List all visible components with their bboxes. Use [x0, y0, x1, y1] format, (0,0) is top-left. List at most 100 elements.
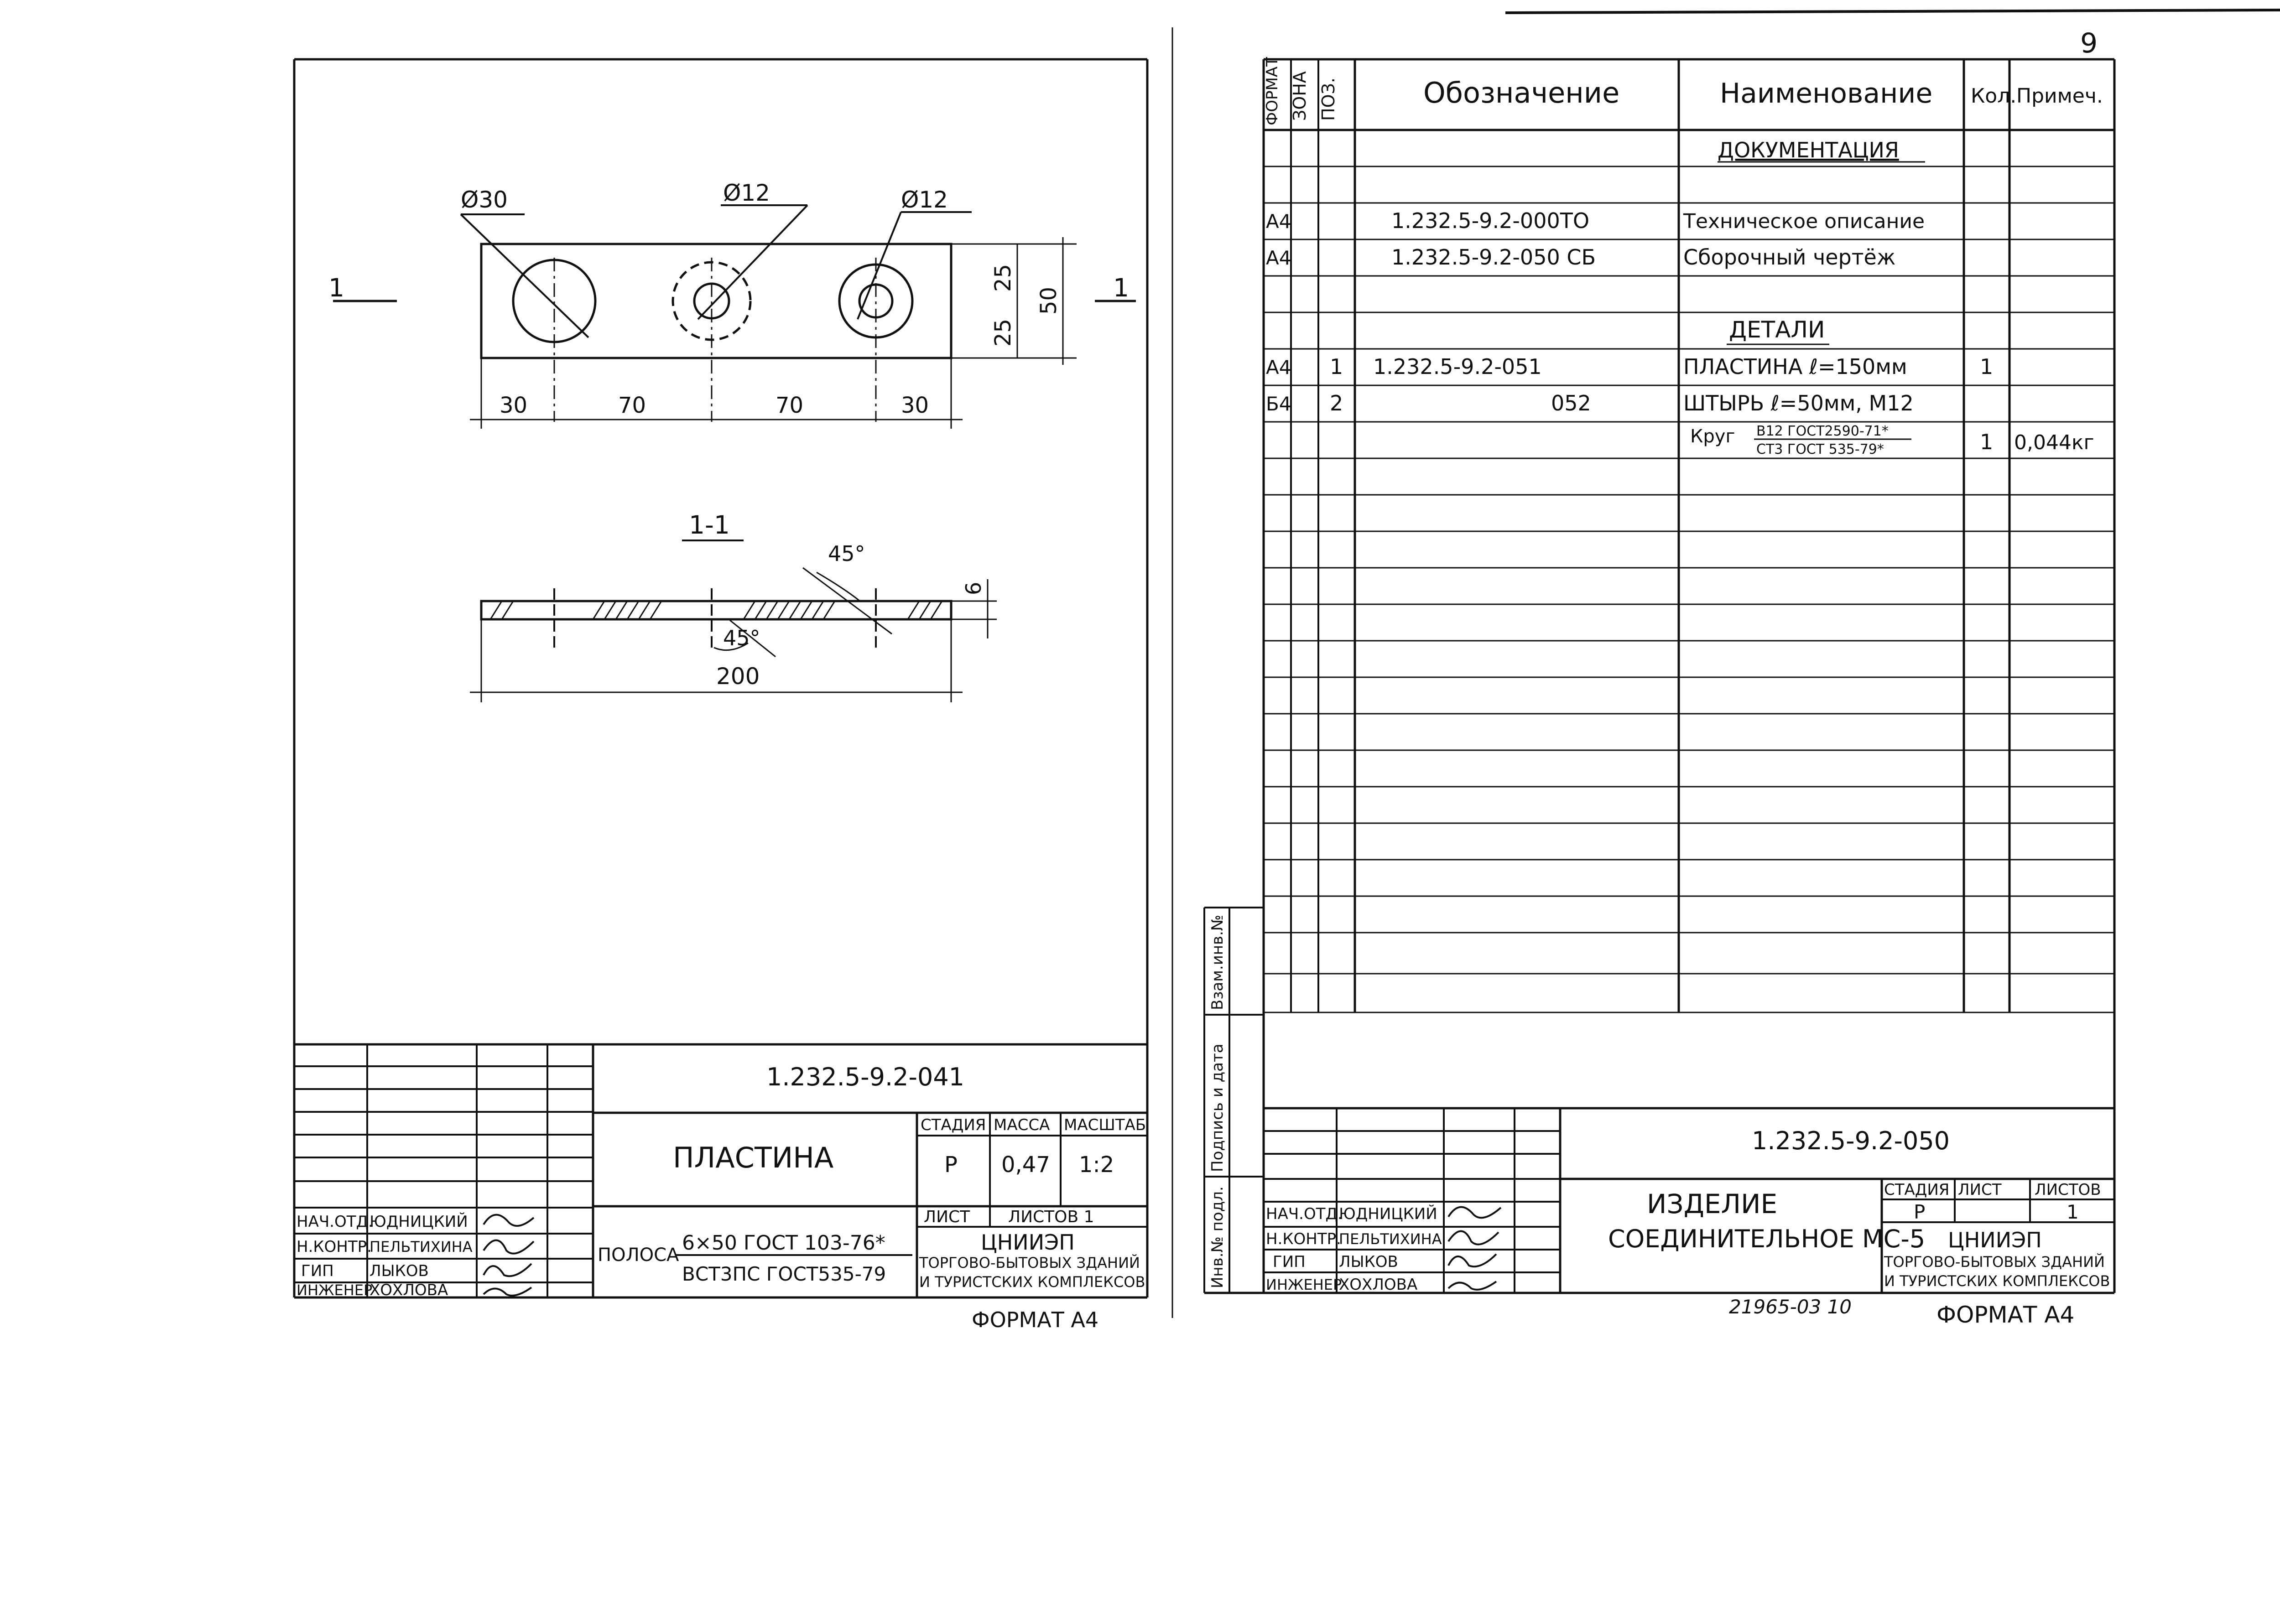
- row-4-pos: 1: [1330, 354, 1343, 379]
- right-designation: 1.232.5-9.2-050: [1752, 1126, 1950, 1155]
- right-title-block: 1.232.5-9.2-050 ИЗДЕЛИЕ СОЕДИНИТЕЛЬНОЕ М…: [1264, 1107, 2114, 1328]
- stage-header: СТАДИЯ: [921, 1116, 986, 1134]
- r-signer-role-2: ГИП: [1273, 1253, 1306, 1271]
- section-mark-right: 1: [1113, 273, 1129, 302]
- side-label-2: Взам.инв.№: [1208, 915, 1227, 1010]
- stage-value: Р: [944, 1152, 958, 1178]
- hdr-note: Примеч.: [2016, 84, 2103, 108]
- signature-0: [483, 1214, 535, 1227]
- signer-name-2: ЛЫКОВ: [370, 1262, 429, 1280]
- page-number: 9: [2080, 27, 2098, 59]
- left-part-name: ПЛАСТИНА: [673, 1141, 833, 1174]
- mass-header: МАССА: [994, 1116, 1050, 1134]
- signer-role-2: ГИП: [301, 1262, 334, 1280]
- r-stage-value: Р: [1914, 1201, 1925, 1223]
- material-top: 6×50 ГОСТ 103-76*: [682, 1231, 885, 1255]
- signature-1: [483, 1239, 535, 1255]
- r-sheet-header: ЛИСТ: [1958, 1181, 2002, 1199]
- r-stage-header: СТАДИЯ: [1884, 1181, 1949, 1199]
- left-title-block: 1.232.5-9.2-041 ПЛАСТИНА СТАДИЯ МАССА МА…: [294, 1043, 1147, 1332]
- r-sheets-header: ЛИСТОВ: [2035, 1181, 2101, 1199]
- signature-2: [483, 1263, 532, 1277]
- row-6-qty: 1: [1980, 430, 1993, 454]
- scan-edge-top: [1505, 9, 2280, 14]
- row-4-format: А4: [1266, 356, 1291, 379]
- r-signer-name-3: ХОХЛОВА: [1339, 1276, 1417, 1294]
- row-5-designation: 052: [1551, 391, 1591, 415]
- row-5-name: ШТЫРЬ ℓ=50мм, М12: [1683, 391, 1914, 415]
- angle-bottom: 45°: [723, 626, 760, 650]
- krug-bottom: СТ3 ГОСТ 535-79*: [1756, 441, 1884, 457]
- signer-name-3: ХОХЛОВА: [370, 1281, 448, 1299]
- r-signer-name-0: ЮДНИЦКИЙ: [1339, 1204, 1437, 1223]
- side-label-0: Инв.№ подл.: [1208, 1186, 1227, 1288]
- left-org-line2: И ТУРИСТСКИХ КОМПЛЕКСОВ: [919, 1273, 1145, 1291]
- r-signer-role-1: Н.КОНТР.: [1266, 1230, 1341, 1248]
- left-sheet: Ø30 Ø12 Ø12 1 1 25 25 50 30 70 70 30: [293, 58, 1149, 1332]
- row-2-name: Сборочный чертёж: [1683, 245, 1895, 270]
- signer-role-1: Н.КОНТР.: [297, 1238, 372, 1256]
- dim-len-0: 30: [500, 393, 527, 418]
- section-title: 1-1: [689, 510, 730, 540]
- right-org-line1: ТОРГОВО-БЫТОВЫХ ЗДАНИЙ: [1884, 1253, 2105, 1271]
- signer-role-3: ИНЖЕНЕР: [297, 1282, 372, 1299]
- r-signature-1: [1447, 1230, 1499, 1245]
- row-6-name: Круг: [1690, 426, 1735, 447]
- material-prefix: ПОЛОСА: [598, 1245, 679, 1266]
- side-label-1: Подпись и дата: [1208, 1043, 1227, 1172]
- r-signature-2: [1447, 1253, 1497, 1268]
- archive-number: 21965-03 10: [1729, 1296, 1852, 1318]
- row-1-name: Техническое описание: [1683, 210, 1925, 233]
- thickness: 6: [961, 582, 986, 595]
- dia-label-1: Ø12: [723, 180, 770, 206]
- left-designation: 1.232.5-9.2-041: [766, 1063, 964, 1091]
- right-org-line2: И ТУРИСТСКИХ КОМПЛЕКСОВ: [1884, 1272, 2110, 1290]
- scale-value: 1:2: [1079, 1152, 1114, 1178]
- r-sheets-value: 1: [2067, 1201, 2079, 1223]
- sheets-label: ЛИСТОВ 1: [1008, 1208, 1094, 1226]
- row-6-note: 0,044кг: [2014, 431, 2094, 454]
- dim-len-2: 70: [776, 393, 803, 418]
- angle-top: 45°: [828, 541, 865, 566]
- r-signer-role-0: НАЧ.ОТД.: [1266, 1205, 1343, 1223]
- dim-50: 50: [1036, 287, 1062, 315]
- row-4-name: ПЛАСТИНА ℓ=150мм: [1683, 354, 1907, 379]
- right-format: ФОРМАТ А4: [1936, 1302, 2074, 1328]
- total-length: 200: [716, 663, 760, 690]
- dim-len-3: 30: [901, 393, 929, 418]
- scale-header: МАСШТАБ: [1064, 1116, 1146, 1134]
- sheet-label: ЛИСТ: [924, 1208, 970, 1226]
- section-view: 1-1 45° 45°: [470, 510, 997, 702]
- r-signer-name-2: ЛЫКОВ: [1339, 1253, 1398, 1271]
- row-2-designation: 1.232.5-9.2-050 СБ: [1391, 245, 1596, 270]
- row-4-qty: 1: [1980, 354, 1993, 379]
- r-signer-name-1: ПЕЛЬТИХИНА: [1339, 1230, 1442, 1248]
- right-org-name: ЦНИИЭП: [1948, 1228, 2042, 1252]
- signer-name-1: ПЕЛЬТИХИНА: [370, 1238, 473, 1256]
- dia-label-0: Ø30: [461, 187, 508, 213]
- krug-top: В12 ГОСТ2590-71*: [1756, 423, 1889, 439]
- left-org-name: ЦНИИЭП: [981, 1230, 1075, 1255]
- signer-role-0: НАЧ.ОТД.: [297, 1213, 373, 1231]
- spec-table: ДОКУМЕНТАЦИЯ А4 1.232.5-9.2-000ТО Технич…: [1266, 138, 2094, 457]
- right-sheet: 9 Инв.№ подл. Подпись и дата Взам.инв.№ …: [1203, 27, 2116, 1328]
- signer-name-0: ЮДНИЦКИЙ: [370, 1212, 468, 1231]
- row-1-format: А4: [1266, 210, 1291, 233]
- hdr-designation: Обозначение: [1423, 76, 1619, 109]
- dim-25-bottom: 25: [990, 319, 1016, 347]
- left-org-line1: ТОРГОВО-БЫТОВЫХ ЗДАНИЙ: [919, 1254, 1140, 1271]
- plate-plan-view: Ø30 Ø12 Ø12 1 1 25 25 50 30 70 70 30: [328, 180, 1136, 429]
- hdr-name: Наименование: [1720, 78, 1932, 109]
- row-5-format: Б4: [1266, 393, 1291, 415]
- hdr-format: ФОРМАТ: [1263, 57, 1281, 125]
- row-4-designation: 1.232.5-9.2-051: [1373, 354, 1542, 379]
- hdr-zone: ЗОНА: [1290, 71, 1310, 121]
- mass-value: 0,47: [1001, 1152, 1050, 1178]
- r-signature-0: [1447, 1206, 1502, 1219]
- dim-25-top: 25: [990, 264, 1016, 292]
- r-signer-role-3: ИНЖЕНЕР: [1266, 1276, 1342, 1293]
- row-2-format: А4: [1266, 247, 1291, 269]
- left-format: ФОРМАТ А4: [972, 1308, 1098, 1332]
- r-signature-3: [1447, 1281, 1497, 1291]
